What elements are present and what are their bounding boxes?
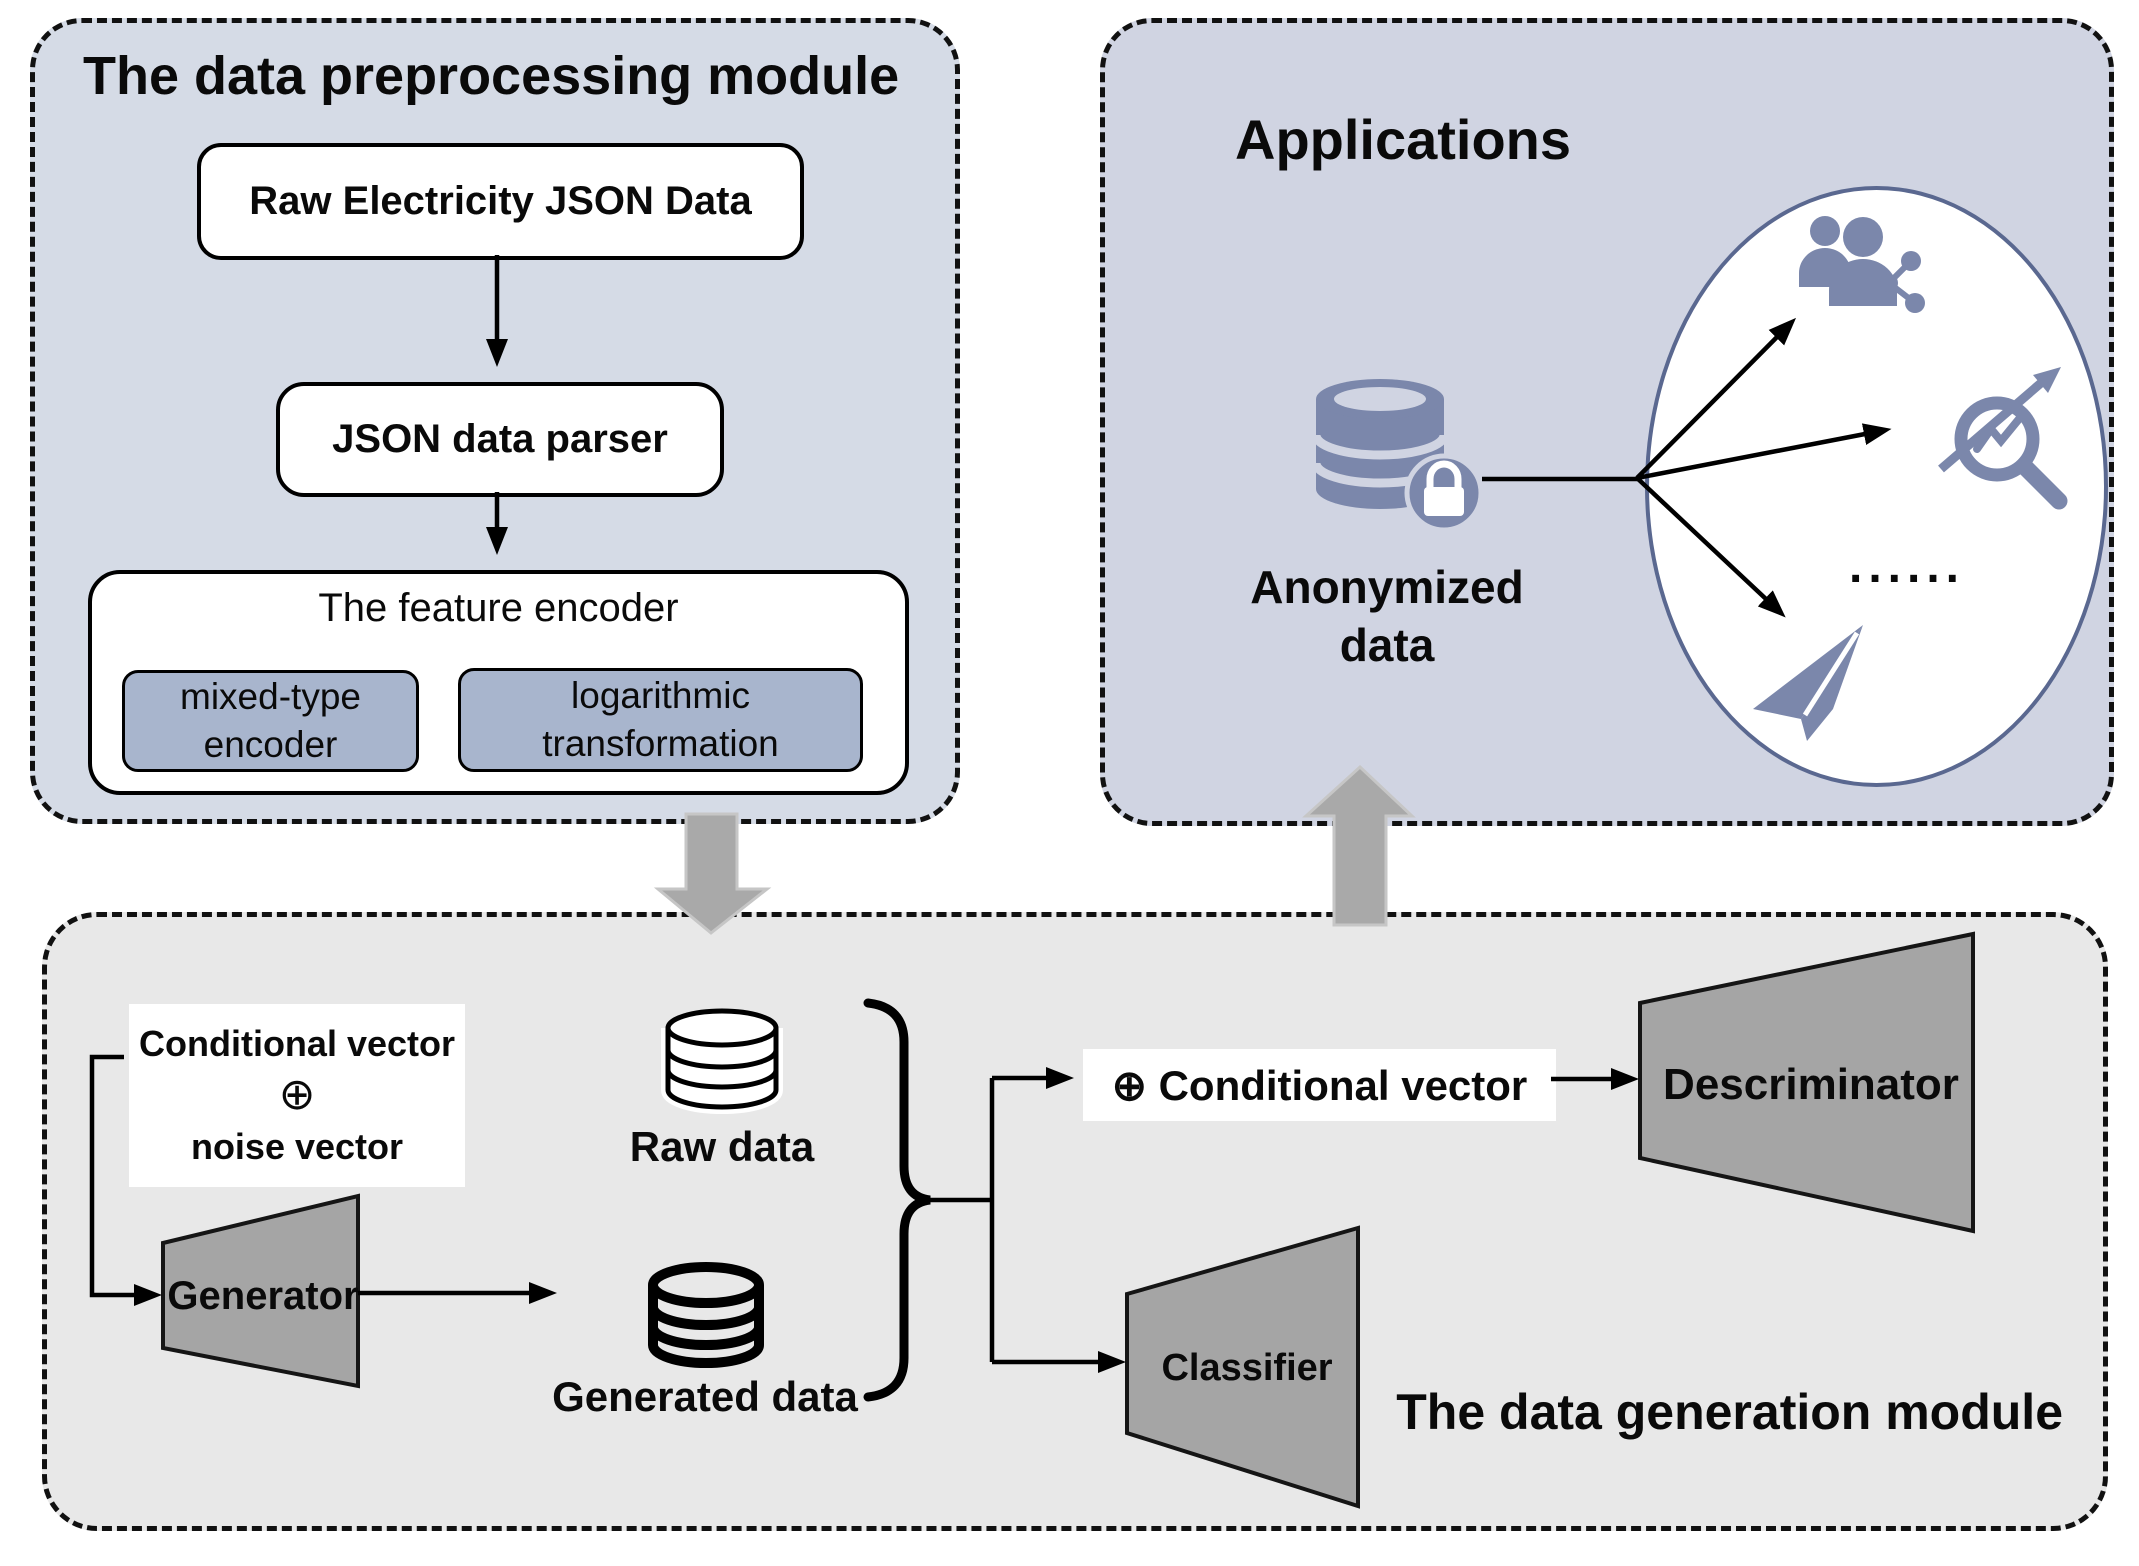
raw-electricity-box: Raw Electricity JSON Data xyxy=(197,143,804,260)
plane-body xyxy=(1801,625,1863,741)
mixed-type-encoder-chip: mixed-type encoder xyxy=(122,670,419,772)
raw-db-band2 xyxy=(665,1069,779,1090)
cond-noise-line3: noise vector xyxy=(190,1125,404,1167)
raw-data-label: Raw data xyxy=(629,1123,815,1170)
mixed-type-line1: mixed-type xyxy=(180,675,361,717)
raw-data-database-icon xyxy=(661,1008,783,1114)
plane-fold xyxy=(1802,631,1860,717)
share-node-2 xyxy=(1880,274,1898,292)
raw-db-band1 xyxy=(665,1049,779,1070)
feature-encoder-label: The feature encoder xyxy=(318,586,679,630)
logarithmic-transformation-chip: logarithmic transformation xyxy=(458,668,863,772)
oplus-symbol: ⊕ xyxy=(278,1070,316,1120)
zigzag-line xyxy=(1973,415,2023,453)
generation-title: The data generation module xyxy=(1396,1384,2063,1440)
person-front-head xyxy=(1843,217,1883,257)
descriminator-label: Descriminator xyxy=(1663,1060,1959,1109)
generated-data-database-icon xyxy=(648,1262,764,1368)
analytics-magnifier-icon xyxy=(1938,367,2068,510)
cond-noise-line1: Conditional vector xyxy=(138,1023,456,1065)
gen-db-band1 xyxy=(648,1306,764,1330)
conditional-vector-box: ⊕ Conditional vector xyxy=(1083,1049,1556,1121)
mixed-type-line2: encoder xyxy=(203,724,338,765)
magnifier-glass xyxy=(1954,396,2040,482)
anonymized-line2: data xyxy=(1339,618,1435,671)
plane-wing xyxy=(1753,625,1863,719)
applications-panel: Applications Anonymized data xyxy=(1100,18,2114,826)
share-node-1 xyxy=(1901,251,1921,271)
raw-db-top xyxy=(665,1008,779,1048)
trend-arrow-head xyxy=(2033,367,2061,393)
generator-label: Generator xyxy=(167,1274,359,1318)
lock-body xyxy=(1424,487,1464,516)
db-slit-1 xyxy=(1311,434,1449,460)
anonymized-data-label: Anonymized data xyxy=(1237,559,1537,674)
magnifier-handle xyxy=(2015,457,2068,510)
lock-shackle xyxy=(1426,460,1462,489)
log-line2: transformation xyxy=(542,723,779,764)
conditional-noise-box: Conditional vector ⊕ noise vector xyxy=(129,1004,465,1187)
applications-title: Applications xyxy=(1235,108,1572,171)
gen-db-band2 xyxy=(648,1326,764,1350)
person-front-body xyxy=(1829,259,1897,306)
feature-encoder-box: The feature encoder mixed-type encoder l… xyxy=(88,570,909,795)
person-back-head xyxy=(1810,216,1840,246)
classifier-label: Classifier xyxy=(1161,1347,1333,1389)
gen-db-top xyxy=(648,1262,764,1308)
anonymized-line1: Anonymized xyxy=(1250,561,1524,613)
people-share-icon xyxy=(1799,216,1925,313)
log-line1: logarithmic xyxy=(571,674,750,716)
db-top-inner xyxy=(1334,387,1426,411)
preprocessing-title: The data preprocessing module xyxy=(83,46,900,106)
json-parser-box: JSON data parser xyxy=(276,382,724,497)
generation-module-panel: Conditional vector ⊕ noise vector Genera… xyxy=(42,912,2108,1531)
database-lock-icon xyxy=(1311,379,1484,533)
preprocessing-module-panel: The data preprocessing module Raw Electr… xyxy=(30,18,960,824)
ellipsis-dots: ...... xyxy=(1848,540,1965,593)
generated-data-label: Generated data xyxy=(552,1373,858,1420)
share-node-3 xyxy=(1905,293,1925,313)
paper-plane-icon xyxy=(1753,625,1863,741)
